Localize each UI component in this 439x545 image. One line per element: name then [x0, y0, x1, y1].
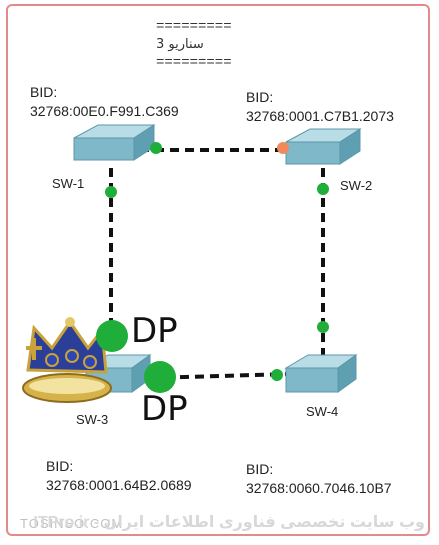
switch-label-sw3: SW-3 [76, 412, 109, 427]
port-sw2-to-sw4 [317, 183, 329, 195]
bid-value-sw3: 32768:0001.64B2.0689 [46, 477, 192, 493]
scenario-header: ========= سناریو 3 ========= [156, 18, 270, 72]
port-sw4-to-sw3 [271, 369, 283, 381]
scenario-separator-bottom: ========= [156, 55, 232, 71]
bid-block-sw2: BID: 32768:0001.C7B1.2073 [246, 88, 394, 126]
bid-block-sw1: BID: 32768:00E0.F991.C369 [30, 83, 179, 121]
bid-label: BID: [30, 84, 58, 100]
switch-label-sw4: SW-4 [306, 404, 339, 419]
scenario-title: سناریو 3 [156, 37, 204, 52]
diagram-frame [6, 4, 430, 536]
bid-value-sw1: 32768:00E0.F991.C369 [30, 103, 179, 119]
switch-sw1-icon[interactable] [73, 124, 156, 161]
port-sw2-to-sw1 [277, 142, 289, 154]
port-sw1-to-sw2 [150, 142, 162, 154]
switch-label-sw2: SW-2 [340, 178, 373, 193]
port-sw3-dp-right [144, 361, 176, 393]
watermark-footer: TOSINSO.COM ITPro.ir - وب سایت تخصصی فنا… [0, 510, 439, 540]
switch-sw2-icon[interactable] [285, 128, 362, 165]
port-sw4-to-sw2 [317, 321, 329, 333]
bid-value-sw4: 32768:0060.7046.10B7 [246, 480, 392, 496]
switch-sw3-icon[interactable] [84, 354, 152, 393]
dp-label-right: DP [141, 389, 188, 429]
bid-label: BID: [246, 461, 274, 477]
root-bridge-crown-icon [22, 317, 112, 403]
watermark-left: TOSINSO.COM [20, 516, 124, 531]
port-sw3-dp-up [96, 320, 128, 352]
switch-sw4-icon[interactable] [284, 354, 358, 393]
bid-label: BID: [46, 458, 74, 474]
port-sw1-to-sw3 [105, 186, 117, 198]
bid-block-sw3: BID: 32768:0001.64B2.0689 [46, 457, 192, 495]
switch-label-sw1: SW-1 [52, 176, 85, 191]
bid-value-sw2: 32768:0001.C7B1.2073 [246, 108, 394, 124]
bid-block-sw4: BID: 32768:0060.7046.10B7 [246, 460, 392, 498]
dp-label-up: DP [131, 311, 178, 351]
watermark-right: ITPro.ir - وب سایت تخصصی فناوری اطلاعات … [33, 514, 425, 531]
bid-label: BID: [246, 89, 274, 105]
scenario-separator-top: ========= [156, 19, 232, 35]
